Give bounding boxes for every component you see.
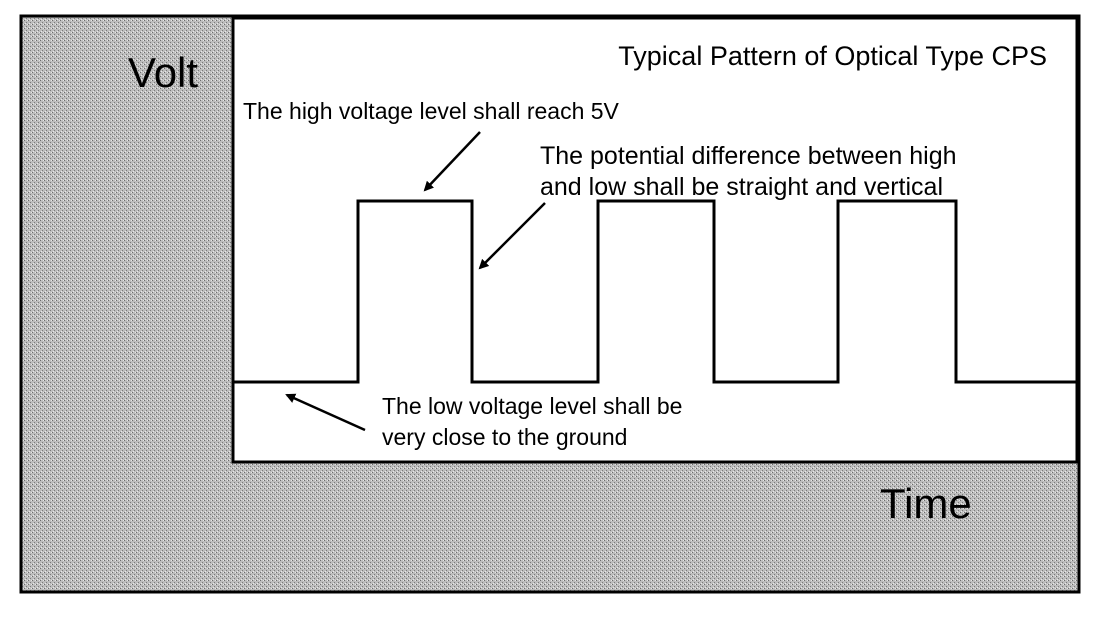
annotation-transition-line2: and low shall be straight and vertical xyxy=(540,173,943,201)
annotation-low-level-line1: The low voltage level shall be xyxy=(382,393,682,419)
arrow-to-high-level xyxy=(423,131,481,192)
x-axis-label: Time xyxy=(880,480,972,527)
arrow-to-vertical-edge xyxy=(478,202,546,270)
square-waveform xyxy=(233,199,1077,384)
annotation-low-level-line2: very close to the ground xyxy=(382,424,627,450)
arrow-to-low-level xyxy=(285,393,366,432)
y-axis-label: Volt xyxy=(128,49,198,96)
diagram-title: Typical Pattern of Optical Type CPS xyxy=(618,41,1047,71)
plot-area xyxy=(231,16,1079,464)
annotation-high-level: The high voltage level shall reach 5V xyxy=(243,98,620,124)
annotation-transition-line1: The potential difference between high xyxy=(540,142,957,170)
